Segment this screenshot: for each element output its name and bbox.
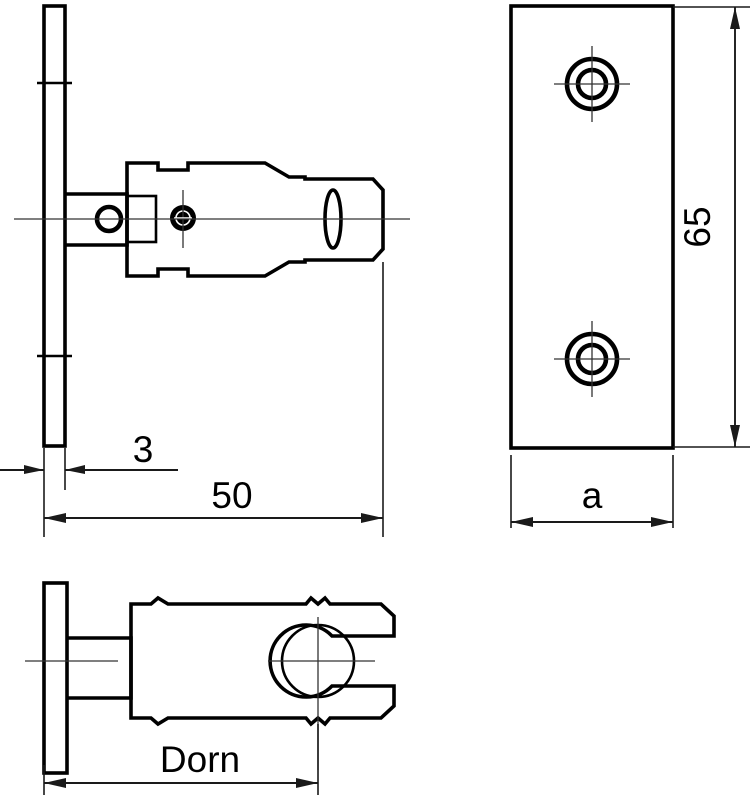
dim-dorn-arrow-right: [296, 778, 318, 788]
plan-backplate-profile: [42, 581, 69, 775]
backplate-edge-profile: [42, 4, 67, 448]
dim-50-arrow-left: [44, 513, 66, 523]
side-view-backplate: [37, 4, 72, 448]
dim-65-label: 65: [677, 206, 718, 247]
upper-fixing-hole: [554, 46, 630, 122]
dim-a-label: a: [582, 475, 603, 516]
dim-dorn-arrow-left: [44, 778, 66, 788]
dimension-65: 65: [673, 6, 750, 448]
dim-a-arrow-right: [651, 517, 673, 527]
dim-65-arrow-top: [730, 7, 740, 29]
dimension-3: 3: [0, 429, 178, 474]
plan-view-dimensions: Dorn: [43, 724, 319, 795]
dim-3-label: 3: [133, 429, 154, 470]
front-view-dimensions: 65 a: [510, 6, 750, 528]
dim-65-arrow-bottom: [730, 425, 740, 447]
dim-50-label: 50: [211, 475, 252, 516]
dim-dorn-label: Dorn: [160, 739, 240, 780]
plan-spindle-neck: [67, 636, 133, 700]
spindle-body-profile: [125, 161, 385, 278]
dim-3-arrow-right: [65, 465, 85, 474]
side-view: [14, 4, 410, 448]
backplate-face: [509, 4, 675, 450]
dimension-50: 50: [44, 475, 383, 523]
lower-fixing-hole: [554, 321, 630, 397]
plan-view: [25, 581, 396, 775]
dim-3-arrow-left: [24, 465, 44, 474]
dim-a-arrow-left: [511, 517, 533, 527]
side-view-dimensions: 3 50: [0, 262, 384, 537]
yoke-outer-profile: [129, 595, 396, 727]
dim-50-arrow-right: [361, 513, 383, 523]
dimension-a: a: [510, 455, 674, 528]
front-view: [509, 4, 675, 450]
